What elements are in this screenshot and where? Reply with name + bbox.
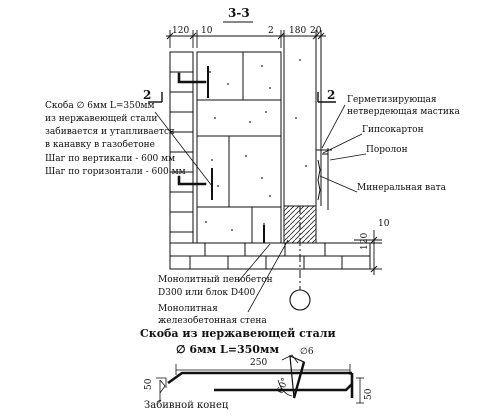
section-mark-left-label: 2 xyxy=(143,88,152,102)
dim-top-2: 2 xyxy=(268,26,274,36)
label-foam: Поролон xyxy=(366,145,408,155)
detail-dim-50-left: 50 xyxy=(144,378,154,390)
bracket-note-line-5: Шаг по вертикали - 600 мм xyxy=(45,154,176,164)
monolithic-wall xyxy=(283,30,317,290)
dim-top-20: 20 xyxy=(310,26,322,36)
steel-brackets xyxy=(177,72,207,186)
detail-title: Скоба из нержавеющей стали xyxy=(140,327,336,340)
insulation-layers xyxy=(316,30,332,210)
dim-top-180: 180 xyxy=(289,26,307,36)
aerated-concrete-blocks xyxy=(196,51,282,244)
detail-label-driven-end: Забивной конец xyxy=(144,400,229,411)
detail-dim-50-right: 50 xyxy=(364,388,374,400)
bracket-note-line-6: Шаг по горизонтали - 600 мм xyxy=(45,167,186,177)
bracket-note-line-3: забивается и утапливается xyxy=(45,127,175,137)
concrete-speckles xyxy=(205,59,307,231)
section-mark-right xyxy=(317,92,336,103)
hatched-foundation xyxy=(283,205,317,244)
label-rc-wall-2: железобетонная стена xyxy=(158,316,267,326)
dim-right-120: 120 xyxy=(360,232,370,250)
label-sealant-2: нетвердеющая мастика xyxy=(347,107,460,117)
bracket-detail-drawing xyxy=(156,364,364,404)
leader-lines xyxy=(154,104,367,313)
label-drywall: Гипсокартон xyxy=(362,125,424,135)
bracket-note-line-1: Скоба ∅ 6мм L=350мм xyxy=(45,101,155,111)
detail-dim-diam6: ∅6 xyxy=(300,347,314,357)
embedded-rods xyxy=(207,66,265,243)
section-mark-left xyxy=(148,92,163,103)
label-foam-concrete-2: D300 или блок D400 xyxy=(158,288,256,298)
label-rc-wall: Монолитная xyxy=(158,304,218,314)
dim-top-120: 120 xyxy=(172,26,190,36)
bracket-note-line-2: из нержавеющей стали xyxy=(45,114,158,124)
detail-dim-250: 250 xyxy=(250,358,268,368)
section-mark-right-label: 2 xyxy=(327,88,336,102)
label-mineral-wool: Минеральная вата xyxy=(357,183,446,193)
bracket-note-line-4: в канавку в газобетоне xyxy=(45,140,155,150)
right-dimension-line xyxy=(354,230,382,275)
dim-top-10: 10 xyxy=(201,26,213,36)
section-title: 3-3 xyxy=(228,6,250,20)
label-sealant: Герметизирующая xyxy=(347,95,437,105)
brick-facing xyxy=(169,51,371,270)
label-foam-concrete: Монолитный пенобетон xyxy=(158,275,273,285)
bracket-tip-detail xyxy=(277,354,306,399)
axis-marker xyxy=(289,289,311,311)
detail-subtitle: ∅ 6мм L=350мм xyxy=(176,343,280,356)
dim-right-10: 10 xyxy=(378,219,390,229)
